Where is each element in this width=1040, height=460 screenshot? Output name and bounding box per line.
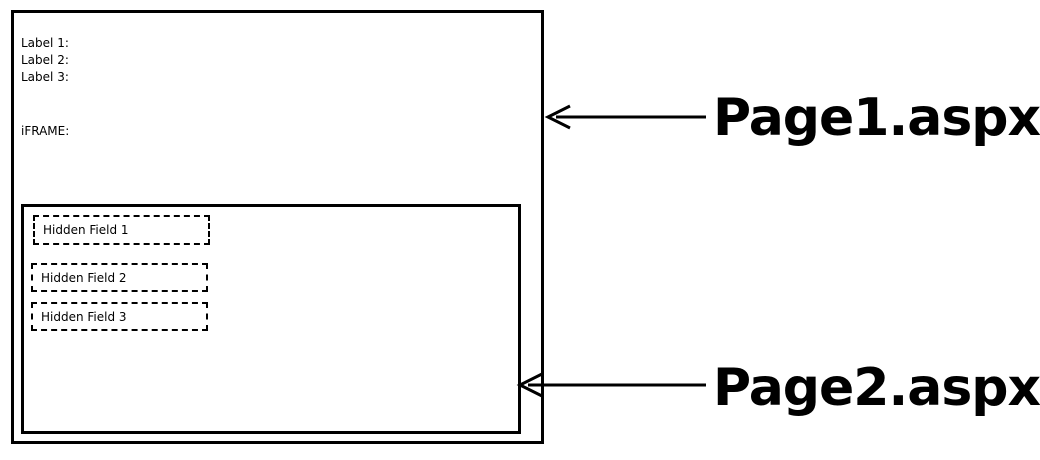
label-1: Label 1: [21,36,69,50]
hidden-field-3: Hidden Field 3 [31,302,208,331]
arrow-page1 [544,104,706,130]
label-3: Label 3: [21,70,69,84]
hidden-field-1: Hidden Field 1 [33,215,210,245]
iframe-page2-frame [21,204,521,434]
label-2: Label 2: [21,53,69,67]
arrow-page2 [516,372,706,398]
page1-frame [11,10,544,444]
hidden-field-2: Hidden Field 2 [31,263,208,292]
page2-name: Page2.aspx [713,358,1040,418]
arrow-page1-head [544,104,571,130]
page1-name: Page1.aspx [713,88,1040,148]
iframe-label: iFRAME: [21,124,70,138]
arrow-page2-head [516,372,543,398]
